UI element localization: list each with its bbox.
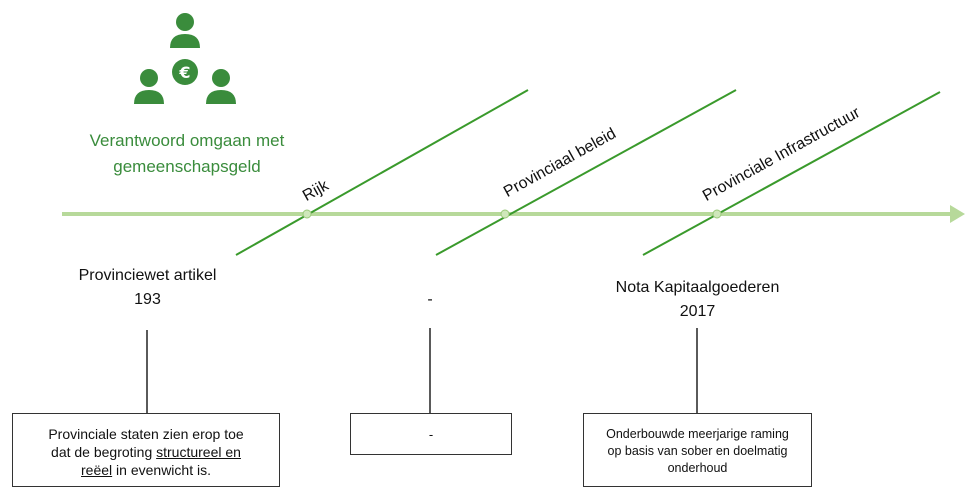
source-provinciaal-beleid: -	[400, 288, 460, 312]
junction-dot	[712, 209, 722, 219]
junction-dot	[500, 209, 510, 219]
svg-text:€: €	[178, 63, 190, 82]
timeline-arrowhead	[950, 205, 965, 223]
box-rijk-line-1: Provinciale staten zien erop toe	[48, 426, 244, 442]
box-rijk-underlined-1: structureel en	[156, 444, 241, 460]
source-provinciaal-beleid-line-1: -	[427, 291, 433, 308]
box-rijk-underlined-2: reëel	[81, 462, 113, 478]
source-rijk-line-2: 193	[134, 291, 161, 308]
branch-line-rijk	[235, 89, 529, 256]
branch-line-provinciaal-beleid	[435, 89, 737, 256]
requirement-box-rijk: Provinciale staten zien erop toe dat de …	[12, 413, 280, 487]
box-infrastructuur-line-3: onderhoud	[667, 461, 728, 475]
junction-dot	[302, 209, 312, 219]
requirement-box-provinciale-infrastructuur: Onderbouwde meerjarige raming op basis v…	[583, 413, 812, 487]
branch-line-provinciale-infrastructuur	[642, 91, 941, 256]
source-rijk: Provinciewet artikel 193	[40, 264, 255, 312]
box-infrastructuur-line-1: Onderbouwde meerjarige raming	[606, 427, 789, 441]
requirement-box-provinciaal-beleid: -	[350, 413, 512, 455]
tagline-line-2: gemeenschapsgeld	[113, 157, 261, 176]
source-infrastructuur-line-1: Nota Kapitaalgoederen	[615, 279, 780, 296]
source-provinciale-infrastructuur: Nota Kapitaalgoederen 2017	[585, 276, 810, 324]
box-infrastructuur-line-2: op basis van sober en doelmatig	[607, 444, 788, 458]
box-rijk-line-3: reëel in evenwicht is.	[13, 461, 279, 479]
tagline: Verantwoord omgaan met gemeenschapsgeld	[52, 128, 322, 180]
box-rijk-line-2: dat de begroting structureel en	[13, 443, 279, 461]
source-rijk-line-1: Provinciewet artikel	[78, 267, 217, 284]
source-infrastructuur-line-2: 2017	[679, 303, 716, 320]
people-with-euro-icon: €	[134, 13, 236, 104]
tagline-line-1: Verantwoord omgaan met	[89, 131, 285, 150]
box-rijk-text-3: in evenwicht is.	[112, 462, 211, 478]
box-rijk-text-2: dat de begroting	[51, 444, 157, 460]
box-provinciaal-beleid-text: -	[428, 427, 434, 442]
